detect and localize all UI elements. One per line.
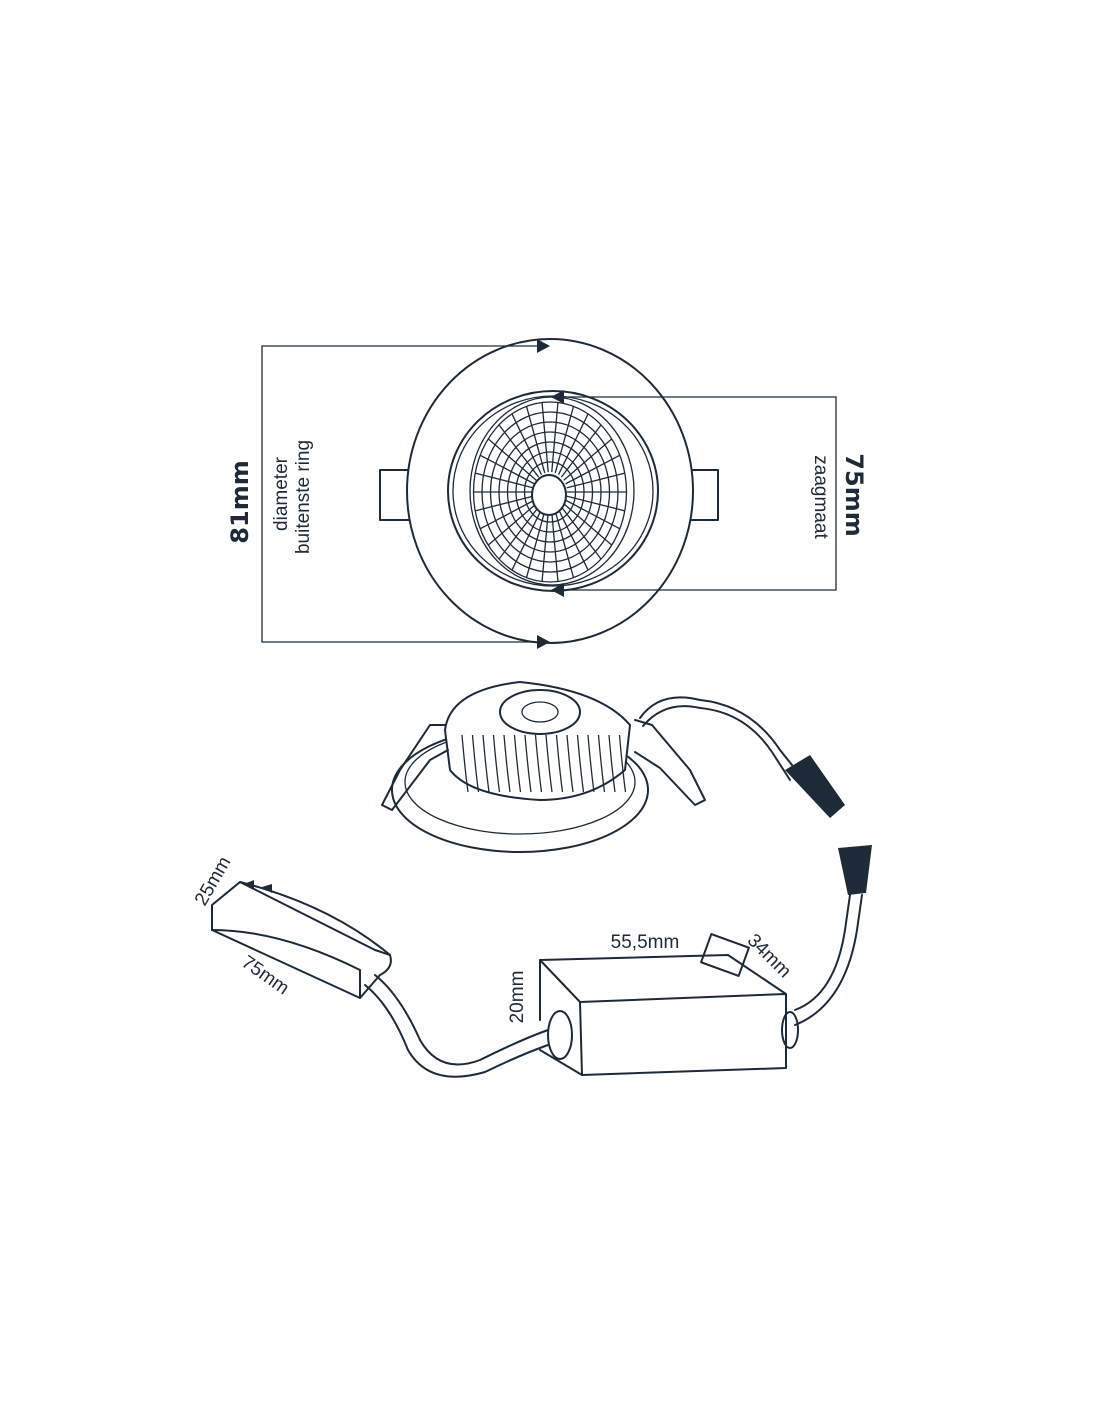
led-center [531, 474, 567, 516]
side-view-downlight [381, 681, 845, 853]
driver-width-label: 34mm [743, 930, 795, 982]
box-length-label: 75mm [238, 952, 293, 999]
dimension-lines [261, 339, 837, 649]
driver-length-label: 55,5mm [611, 932, 680, 953]
left-spring-tab [379, 469, 411, 521]
box-height-label: 25mm [191, 853, 236, 909]
outer-caption-line2: buitenste ring [293, 440, 314, 554]
cutout-dimension-label: 75mm [840, 453, 868, 536]
driver-unit [539, 933, 799, 1076]
connector-box [211, 880, 392, 999]
cutout-caption: zaagmaat [810, 455, 831, 539]
cables [364, 845, 872, 1078]
driver-height-label: 20mm [507, 971, 528, 1024]
top-view-downlight [379, 338, 719, 644]
outer-diameter-label: 81mm [226, 460, 254, 543]
right-spring-tab [689, 469, 719, 521]
outer-caption-line1: diameter [271, 456, 292, 531]
lens-grid [472, 401, 628, 583]
